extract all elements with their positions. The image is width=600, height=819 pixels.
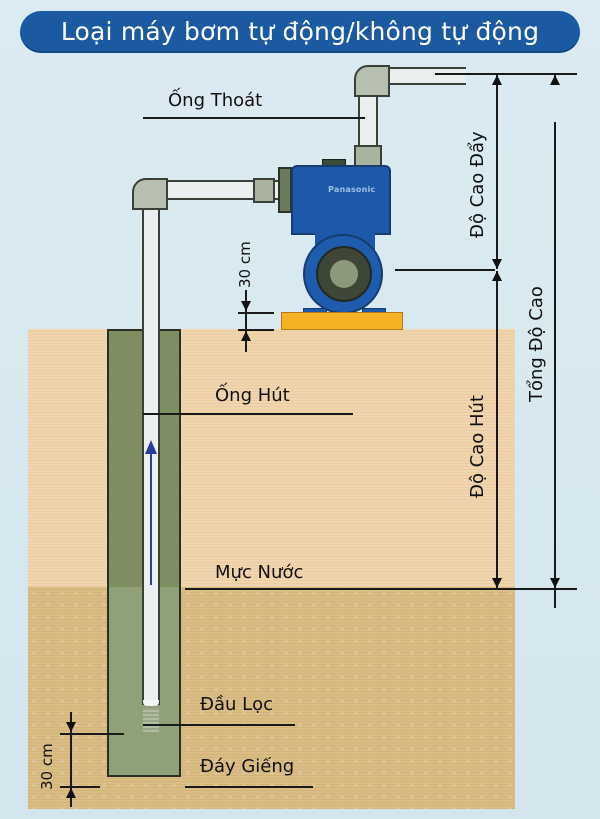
- dim-total-vertical: [554, 122, 556, 608]
- outlet-pipe-vertical: [358, 88, 378, 153]
- inlet-coupling: [253, 178, 275, 203]
- dim-base-bottom-line: [238, 329, 274, 331]
- suction-pipe-end: [143, 700, 159, 706]
- arrow-down-icon: [492, 259, 502, 269]
- dim-filter-bottom-line: [60, 786, 100, 788]
- arrow-up-icon: [66, 788, 76, 798]
- page-title: Loại máy bơm tự động/không tự động: [20, 11, 580, 53]
- leader-outlet-pipe: [143, 117, 365, 119]
- dim-filter-top-line: [60, 733, 124, 735]
- pump-hub: [330, 260, 358, 288]
- water-level-line: [185, 588, 577, 590]
- dim-top-line: [435, 73, 577, 75]
- label-suction-pipe: Ống Hút: [215, 385, 290, 406]
- dim-discharge-vertical: [496, 75, 498, 269]
- outlet-pipe-horizontal: [388, 67, 466, 85]
- pump-base: [281, 312, 403, 330]
- label-well-bottom: Đáy Giếng: [200, 756, 295, 777]
- dim-suction-vertical: [496, 271, 498, 588]
- label-discharge-height: Độ Cao Đẩy: [467, 131, 488, 238]
- label-filter-head: Đầu Lọc: [200, 694, 274, 715]
- label-total-height: Tổng Độ Cao: [526, 286, 547, 402]
- arrow-down-icon: [550, 578, 560, 588]
- leader-suction-pipe: [143, 413, 353, 415]
- filter-head-icon: [143, 708, 159, 732]
- label-pump-base-offset: 30 cm: [236, 241, 254, 288]
- dim-base-vertical: [245, 290, 247, 352]
- label-suction-height: Độ Cao Hút: [467, 394, 488, 498]
- label-filter-offset: 30 cm: [38, 743, 56, 790]
- dim-filter-vertical: [70, 712, 72, 807]
- outlet-elbow: [354, 65, 390, 97]
- label-water-level: Mực Nước: [215, 562, 304, 583]
- ground-dry: [28, 329, 515, 587]
- inlet-elbow: [132, 178, 168, 210]
- label-outlet-pipe: Ống Thoát: [168, 90, 263, 111]
- arrow-down-icon: [241, 301, 251, 311]
- flow-arrow-up-icon: [145, 440, 157, 454]
- arrow-up-icon: [550, 75, 560, 85]
- arrow-down-icon: [492, 578, 502, 588]
- pump-body: [291, 165, 391, 235]
- outlet-coupling: [354, 145, 382, 167]
- pump-brand-label: Panasonic: [328, 185, 376, 194]
- flow-arrow-shaft: [150, 445, 152, 585]
- arrow-down-icon: [66, 722, 76, 732]
- arrow-up-icon: [492, 271, 502, 281]
- dim-base-top-line: [238, 312, 274, 314]
- arrow-up-icon: [241, 331, 251, 341]
- inlet-union-nut: [278, 167, 292, 213]
- dim-pump-line: [395, 269, 495, 271]
- arrow-up-icon: [492, 75, 502, 85]
- leader-filter-head: [143, 724, 295, 726]
- leader-well-bottom: [185, 786, 313, 788]
